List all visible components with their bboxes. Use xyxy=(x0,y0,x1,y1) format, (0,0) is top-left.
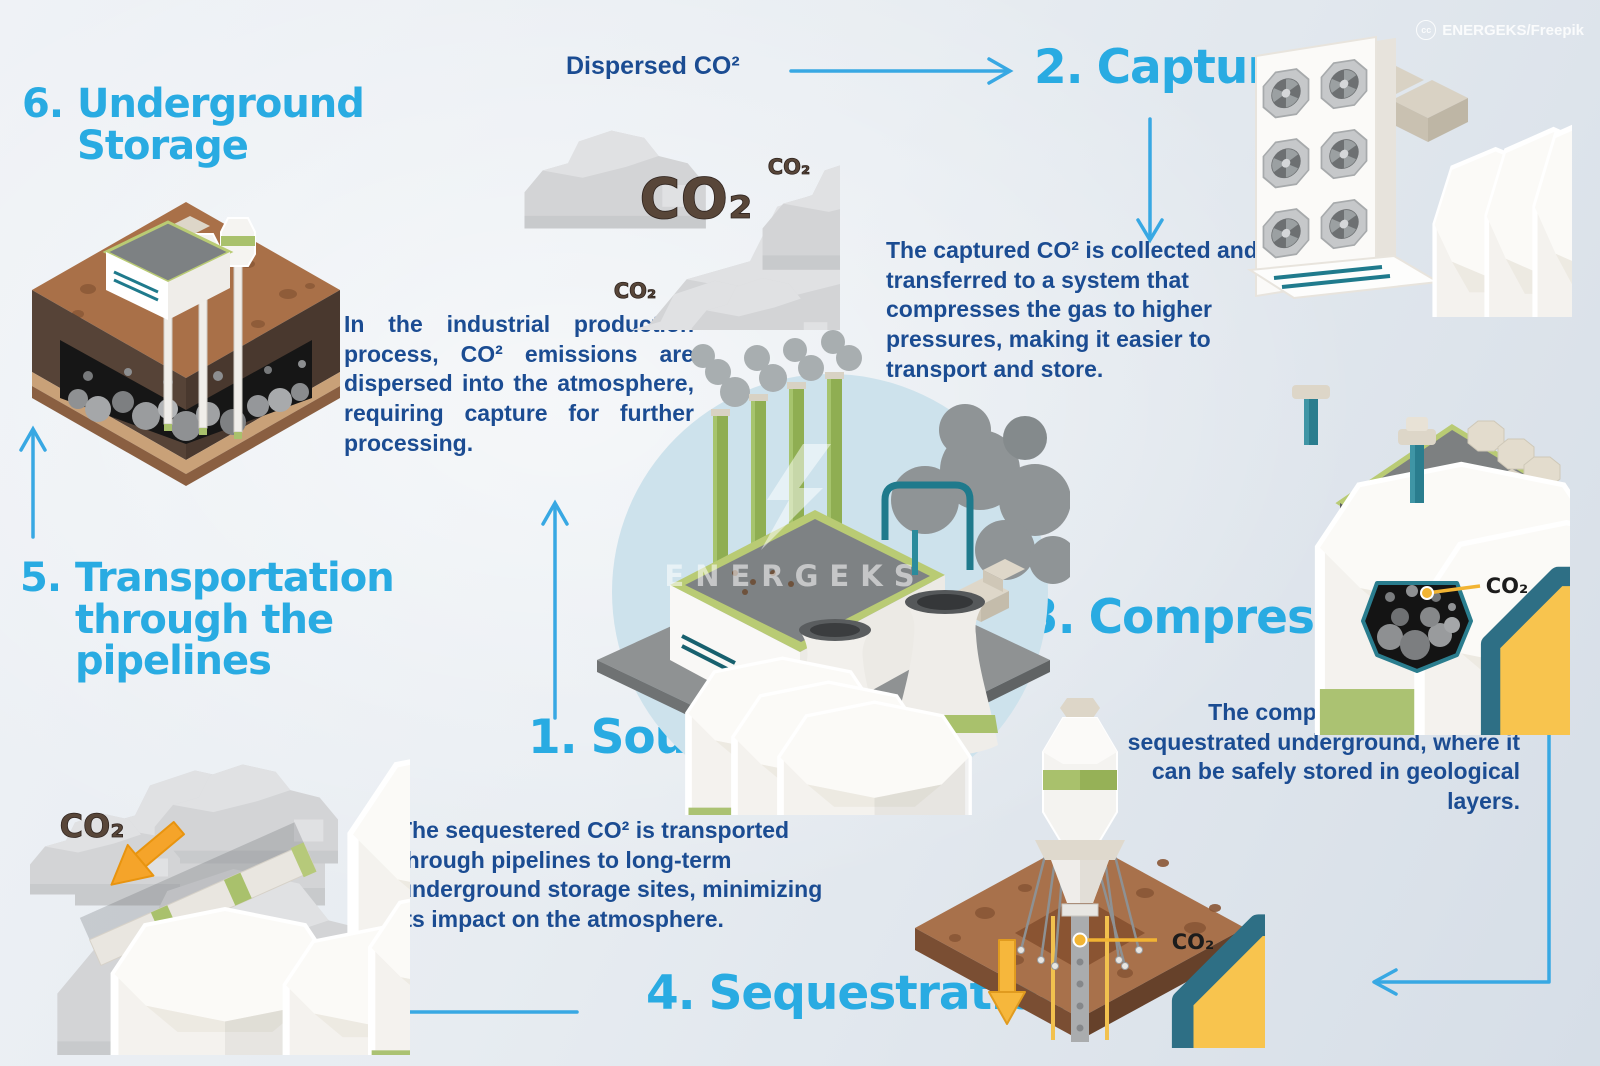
dispersed-co2-label: Dispersed CO² xyxy=(566,52,740,80)
step-title: Underground Storage xyxy=(77,81,365,169)
co2-cloud-bottom-left: CO₂ xyxy=(606,279,833,330)
arrow-down-icon xyxy=(1136,117,1164,244)
sequestration-description: The sequestered CO² is transported throu… xyxy=(398,817,823,932)
arrow-up-source-icon xyxy=(541,499,569,720)
underground-storage-illustration xyxy=(32,202,340,486)
svg-text:CO₂: CO₂ xyxy=(60,807,125,845)
factory-pipes xyxy=(881,481,974,575)
capture-base xyxy=(1247,254,1442,300)
arrow-connector-compression-icon xyxy=(1372,675,1551,996)
orange-arrow-icon xyxy=(110,821,186,886)
co2-cloud-right: CO₂ xyxy=(763,155,840,270)
source-factory-illustration xyxy=(597,330,1070,815)
callout-line xyxy=(1426,584,1481,595)
compression-tank-rear xyxy=(1292,385,1570,735)
capture-illustration xyxy=(1247,35,1572,317)
credit-watermark: cc ENERGEKS/Freepik xyxy=(1416,20,1584,40)
heading-underground-storage: 6. Underground Storage xyxy=(22,81,389,169)
sequestration-illustration: CO₂ xyxy=(915,698,1265,1048)
storage-cavern xyxy=(60,340,312,444)
credit-text: ENERGEKS/Freepik xyxy=(1442,21,1584,39)
compression-illustration: CO₂ xyxy=(1292,385,1570,735)
svg-text:CO₂: CO₂ xyxy=(614,279,656,303)
arrow-up-storage-icon xyxy=(19,425,47,539)
fan-wall xyxy=(1255,35,1396,298)
co2-cloud-transport: CO₂ xyxy=(57,807,410,1055)
heading-transportation: 5. Transportation through the pipelines xyxy=(20,555,427,685)
injector-unit xyxy=(1017,698,1143,970)
capture-description: The captured CO² is collected and transf… xyxy=(886,237,1258,382)
co2-clouds-illustration: CO₂ CO₂ CO₂ xyxy=(500,100,840,330)
step-number: 2. xyxy=(1034,40,1084,95)
step-number: 6. xyxy=(22,81,64,127)
svg-text:CO₂: CO₂ xyxy=(639,167,752,232)
callout-dot xyxy=(1420,586,1434,600)
callout-dot xyxy=(1072,932,1088,948)
step-number: 5. xyxy=(20,555,62,601)
surface-building xyxy=(102,216,234,320)
svg-text:CO₂: CO₂ xyxy=(1172,930,1214,954)
svg-text:CO₂: CO₂ xyxy=(1486,574,1528,598)
step-number: 1. xyxy=(528,710,578,765)
step-title: Transportation through the pipelines xyxy=(75,555,395,685)
arrow-right-icon xyxy=(789,57,1014,85)
transportation-illustration: CO₂ xyxy=(10,695,410,1055)
cc-icon: cc xyxy=(1416,20,1437,40)
svg-text:CO₂: CO₂ xyxy=(768,155,810,179)
step-number: 4. xyxy=(646,966,696,1021)
source-description: In the industrial production process, CO… xyxy=(344,311,694,456)
co2-badge: CO₂ xyxy=(1172,925,1265,1048)
down-arrow-icon xyxy=(988,939,1026,1025)
co2-badge: CO₂ xyxy=(1486,574,1570,735)
co2-cloud-large: CO₂ xyxy=(639,167,840,330)
